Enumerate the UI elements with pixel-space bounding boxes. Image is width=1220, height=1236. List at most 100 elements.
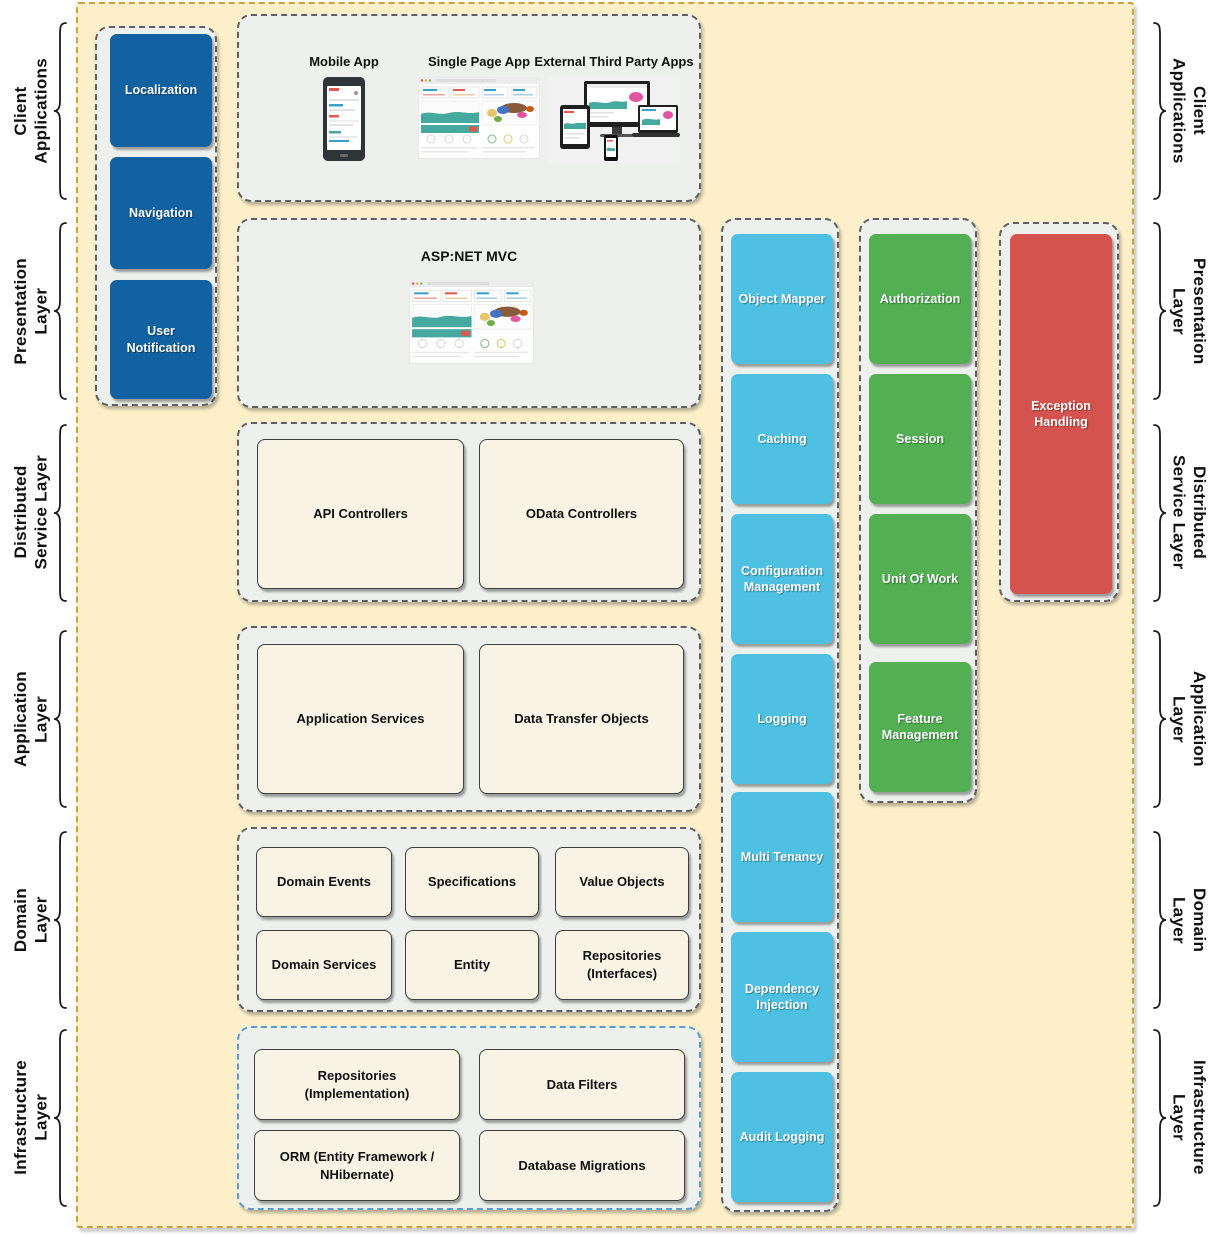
panel-distributed-service-layer: API Controllers OData Controllers [237, 422, 701, 602]
layer-brace-icon [1153, 831, 1167, 1009]
box-localization: Localization [110, 34, 212, 147]
box-label: Entity [453, 957, 491, 973]
box-application-services: Application Services [257, 644, 464, 794]
box-orm: ORM (Entity Framework / NHibernate) [254, 1130, 460, 1201]
layer-label-text: Presentation Layer [1169, 257, 1209, 365]
single-page-app-screenshot [418, 77, 540, 159]
box-repositories-interfaces: Repositories (Interfaces) [555, 930, 689, 1000]
layer-label-text: Client Applications [11, 57, 51, 164]
layer-label-text: Client Applications [1169, 57, 1209, 164]
box-label: User Notification [126, 324, 196, 355]
box-label: Domain Services [271, 957, 377, 973]
box-data-transfer-objects: Data Transfer Objects [479, 644, 684, 794]
layer-brace-icon [53, 831, 67, 1009]
box-label: Authorization [879, 291, 961, 306]
panel-cross-cutting: Object Mapper Caching Configuration Mana… [721, 218, 839, 1212]
box-label: Localization [124, 83, 198, 98]
box-label: Data Transfer Objects [514, 711, 649, 727]
box-label: Configuration Management [741, 563, 823, 594]
layer-label-text: Application Layer [1169, 671, 1209, 767]
box-session: Session [869, 374, 971, 504]
layer-label-text: Application Layer [11, 671, 51, 767]
mvc-app-screenshot [409, 280, 534, 364]
box-label: Session [896, 431, 944, 446]
layer-label-right-application: Application Layer [1142, 624, 1218, 814]
layer-label-text: Presentation Layer [11, 257, 51, 365]
layer-brace-icon [1153, 21, 1167, 200]
box-label: Domain Events [277, 874, 371, 890]
box-dependency-injection: Dependency Injection [731, 932, 833, 1062]
box-label: Feature Management [881, 711, 959, 742]
layer-brace-icon [53, 1028, 67, 1207]
layer-brace-icon [53, 21, 67, 200]
layer-label-text: Domain Layer [11, 887, 51, 953]
box-api-controllers: API Controllers [257, 439, 464, 589]
layer-brace-icon [53, 222, 67, 400]
box-domain-services: Domain Services [256, 930, 392, 1000]
layer-label-left-domain: Domain Layer [2, 828, 78, 1012]
box-authorization: Authorization [869, 234, 971, 364]
box-exception-handling: Exception Handling [1010, 234, 1112, 594]
layer-label-right-client-applications: Client Applications [1142, 18, 1218, 203]
client-app-spa: Single Page App [384, 54, 574, 159]
external-apps-screenshot [548, 77, 680, 163]
box-label: Caching [757, 431, 807, 446]
box-label: Application Services [296, 711, 425, 727]
box-unit-of-work: Unit Of Work [869, 514, 971, 644]
client-app-label: Mobile App [309, 54, 379, 69]
layer-brace-icon [1153, 1028, 1167, 1207]
box-specifications: Specifications [405, 847, 539, 917]
layer-label-left-distributed-service: Distributed Service Layer [2, 420, 78, 605]
panel-domain-layer: Domain Events Specifications Value Objec… [237, 827, 701, 1012]
box-label: Data Filters [546, 1076, 618, 1092]
box-caching: Caching [731, 374, 833, 504]
client-app-label: Single Page App [427, 54, 531, 69]
panel-aspnet-mvc: ASP:NET MVC [237, 218, 701, 408]
box-feature-management: Feature Management [869, 662, 971, 792]
box-label: Repositories (Interfaces) [582, 948, 662, 981]
layer-label-text: Distributed Service Layer [11, 455, 51, 570]
box-logging: Logging [731, 654, 833, 784]
box-domain-events: Domain Events [256, 847, 392, 917]
panel-client-applications: Mobile App Single Page App [237, 14, 701, 202]
box-data-filters: Data Filters [479, 1049, 685, 1120]
box-label: Repositories (Implementation) [304, 1067, 410, 1101]
box-configuration-management: Configuration Management [731, 514, 833, 644]
layer-label-left-client-applications: Client Applications [2, 18, 78, 203]
box-user-notification: User Notification [110, 280, 212, 399]
box-object-mapper: Object Mapper [731, 234, 833, 364]
layer-brace-icon [53, 630, 67, 808]
layer-label-right-domain: Domain Layer [1142, 828, 1218, 1012]
layer-label-text: Domain Layer [1169, 887, 1209, 953]
box-repositories-implementation: Repositories (Implementation) [254, 1049, 460, 1120]
box-label: Value Objects [579, 874, 665, 890]
layer-label-left-presentation: Presentation Layer [2, 215, 78, 407]
layer-brace-icon [1153, 630, 1167, 808]
panel-application-layer: Application Services Data Transfer Objec… [237, 626, 701, 812]
layer-label-right-distributed-service: Distributed Service Layer [1142, 420, 1218, 605]
layer-label-right-infrastructure: Infrastructure Layer [1142, 1025, 1218, 1210]
aspnet-mvc-title: ASP:NET MVC [420, 248, 518, 264]
box-label: Database Migrations [518, 1157, 646, 1173]
box-label: Unit Of Work [881, 571, 959, 586]
box-label: API Controllers [313, 506, 408, 522]
mobile-app-screenshot [323, 77, 365, 161]
box-label: Multi Tenancy [740, 849, 824, 864]
client-app-mobile: Mobile App [279, 54, 409, 161]
box-label: Exception Handling [1031, 398, 1091, 429]
box-label: Audit Logging [739, 1129, 825, 1144]
box-label: Logging [757, 711, 807, 726]
panel-ui-features: Localization Navigation User Notificatio… [95, 26, 217, 406]
client-app-label: External Third Party Apps [534, 54, 694, 69]
box-navigation: Navigation [110, 157, 212, 269]
box-odata-controllers: OData Controllers [479, 439, 684, 589]
box-label: Specifications [427, 874, 517, 890]
panel-infrastructure-layer: Repositories (Implementation) Data Filte… [237, 1026, 701, 1210]
box-label: Object Mapper [738, 291, 826, 306]
layer-label-left-application: Application Layer [2, 624, 78, 814]
box-multi-tenancy: Multi Tenancy [731, 792, 833, 922]
client-app-external: External Third Party Apps [534, 54, 694, 163]
box-label: Navigation [129, 205, 193, 220]
panel-exception-handling: Exception Handling [999, 222, 1119, 602]
